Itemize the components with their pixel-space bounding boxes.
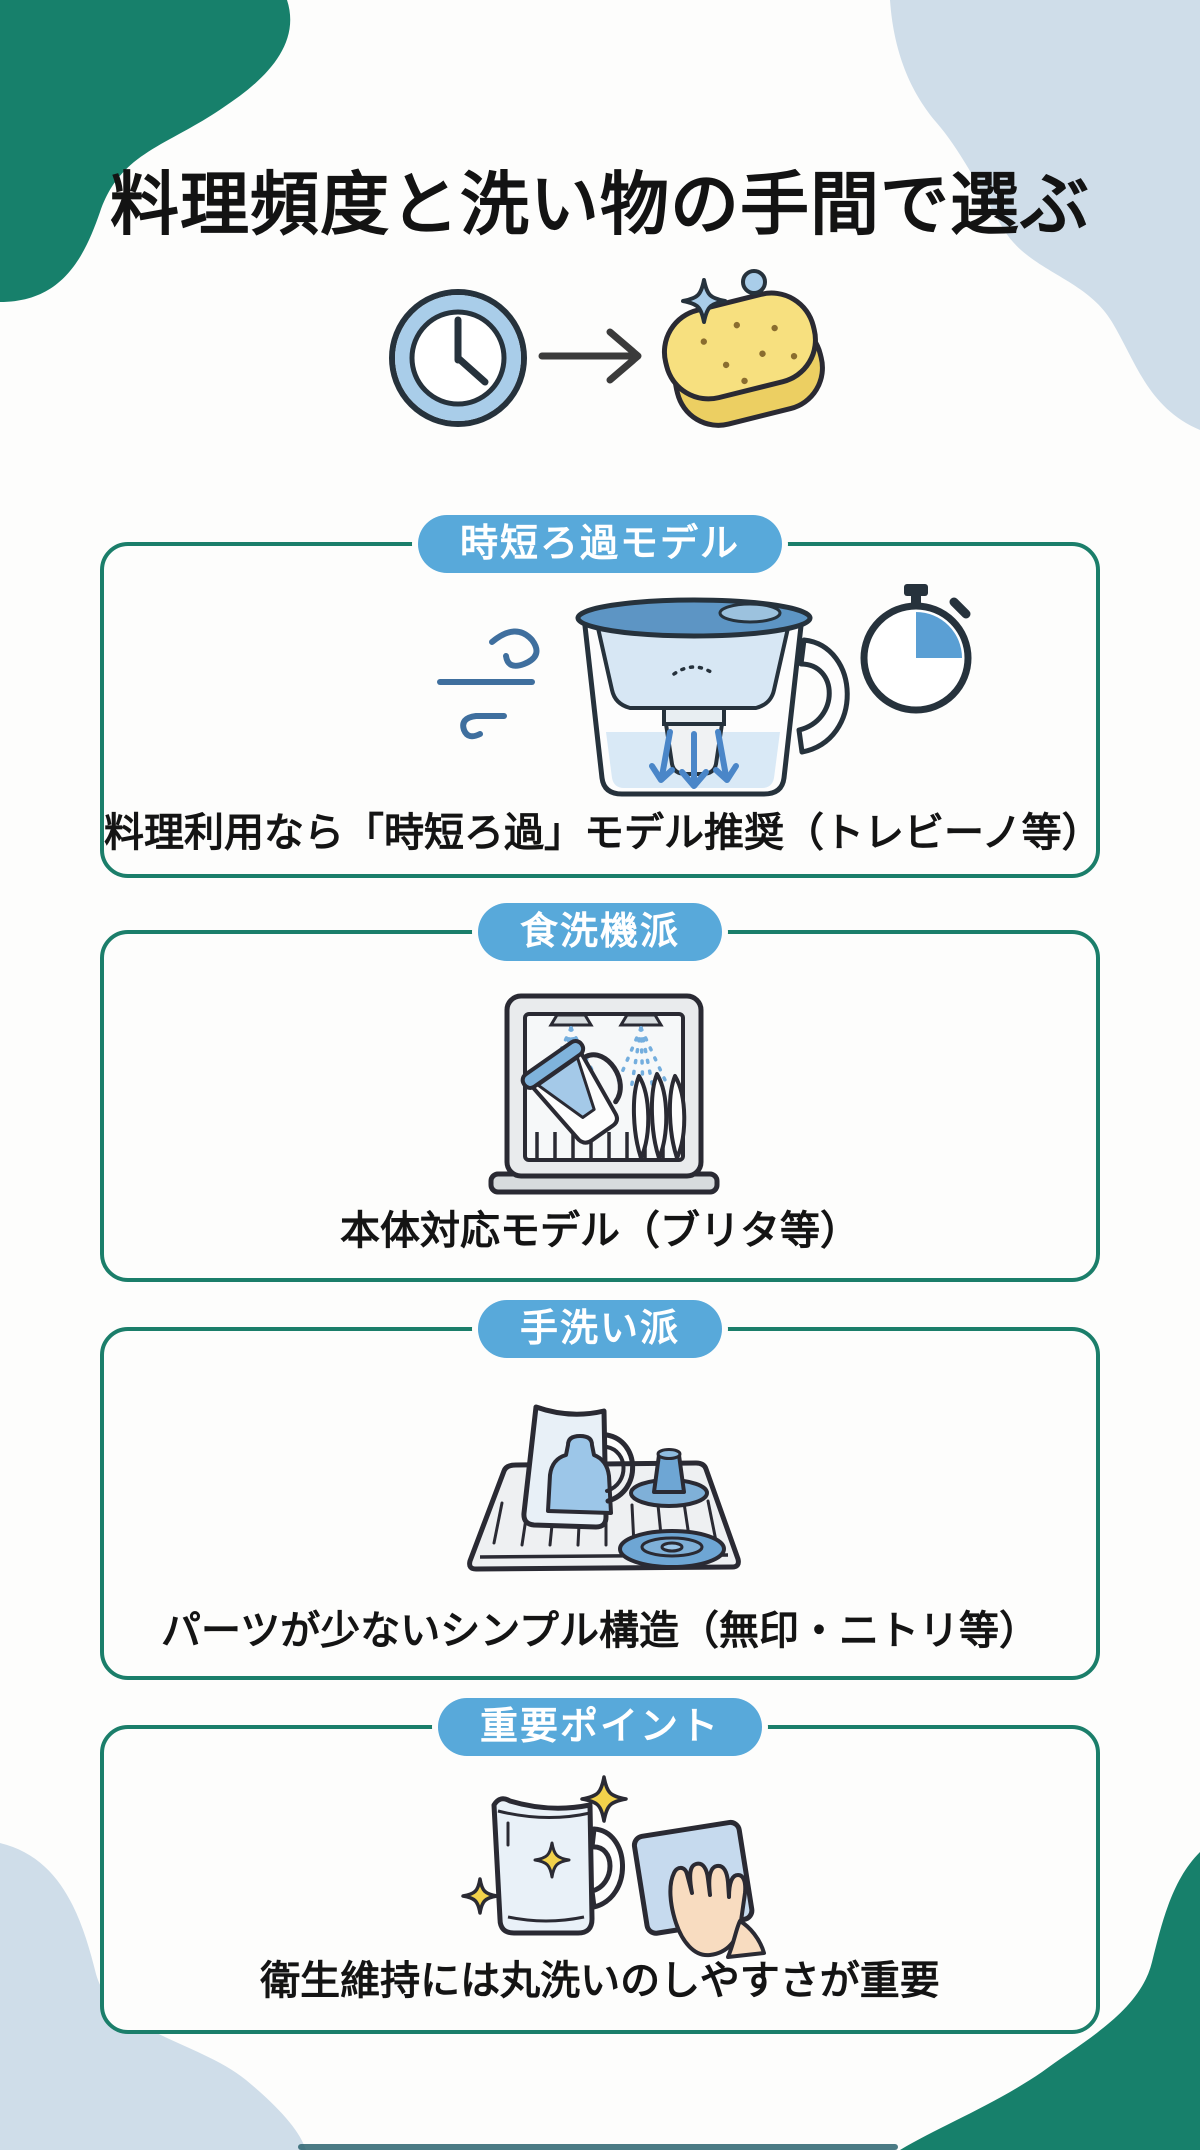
upside-down-pitcher bbox=[521, 1404, 636, 1530]
water-spray bbox=[545, 1026, 667, 1094]
wind-lines-icon bbox=[437, 628, 540, 740]
header-icon-row bbox=[372, 268, 832, 438]
badge-dishwasher: 食洗機派 bbox=[477, 903, 723, 961]
arrow-right-icon bbox=[538, 328, 642, 384]
badge-hand-wash: 手洗い派 bbox=[477, 1300, 723, 1358]
clock-icon bbox=[389, 289, 527, 427]
lid-disc bbox=[618, 1529, 726, 1569]
bubble bbox=[741, 269, 767, 295]
stopwatch-icon bbox=[860, 584, 972, 714]
sparkles bbox=[461, 1775, 628, 1915]
blob-top-left bbox=[0, 0, 291, 302]
dish-rack-icon bbox=[467, 1404, 741, 1572]
pitcher-in-dishwasher bbox=[520, 1038, 623, 1145]
page-title: 料理頻度と洗い物の手間で選ぶ bbox=[110, 166, 1090, 243]
spray-nozzles bbox=[548, 1013, 664, 1027]
sparkle bbox=[681, 278, 727, 324]
clean-pitcher bbox=[491, 1796, 625, 1936]
badge-important-point: 重要ポイント bbox=[437, 1698, 763, 1756]
card-hand-wash: 手洗い派 bbox=[100, 1300, 1100, 1680]
caption-important-point: 衛生維持には丸洗いのしやすさが重要 bbox=[260, 1959, 940, 2003]
wiping-hand bbox=[668, 1861, 766, 1959]
down-arrows bbox=[649, 729, 739, 789]
card-dishwasher: 食洗機派 bbox=[100, 903, 1100, 1282]
filter-pitcher-speed-icon bbox=[437, 584, 972, 797]
filter-funnel-piece bbox=[629, 1448, 709, 1508]
blob-top-right bbox=[890, 0, 1200, 430]
sponge-icon bbox=[661, 269, 825, 428]
caption-dishwasher: 本体対応モデル（ブリタ等） bbox=[340, 1209, 860, 1253]
caption-quick-filter: 料理利用なら「時短ろ過」モデル推奨（トレビーノ等） bbox=[104, 811, 1102, 855]
filter-pitcher bbox=[575, 597, 850, 797]
sparkling-pitcher-wipe-icon bbox=[461, 1775, 766, 1959]
badge-quick-filter: 時短ろ過モデル bbox=[417, 515, 783, 573]
blob-bottom-left bbox=[0, 1843, 306, 2150]
blob-bottom-right bbox=[900, 1852, 1200, 2150]
footer-divider bbox=[298, 2144, 898, 2150]
caption-hand-wash: パーツが少ないシンプル構造（無印・ニトリ等） bbox=[161, 1609, 1039, 1653]
dishwasher-icon bbox=[488, 993, 720, 1195]
card-quick-filter: 時短ろ過モデル bbox=[100, 515, 1102, 878]
header-icons-graphic bbox=[389, 269, 825, 428]
plates bbox=[631, 1072, 687, 1160]
card-important-point: 重要ポイント 衛生維持には丸洗いのしやすさが重要 bbox=[100, 1698, 1100, 2034]
